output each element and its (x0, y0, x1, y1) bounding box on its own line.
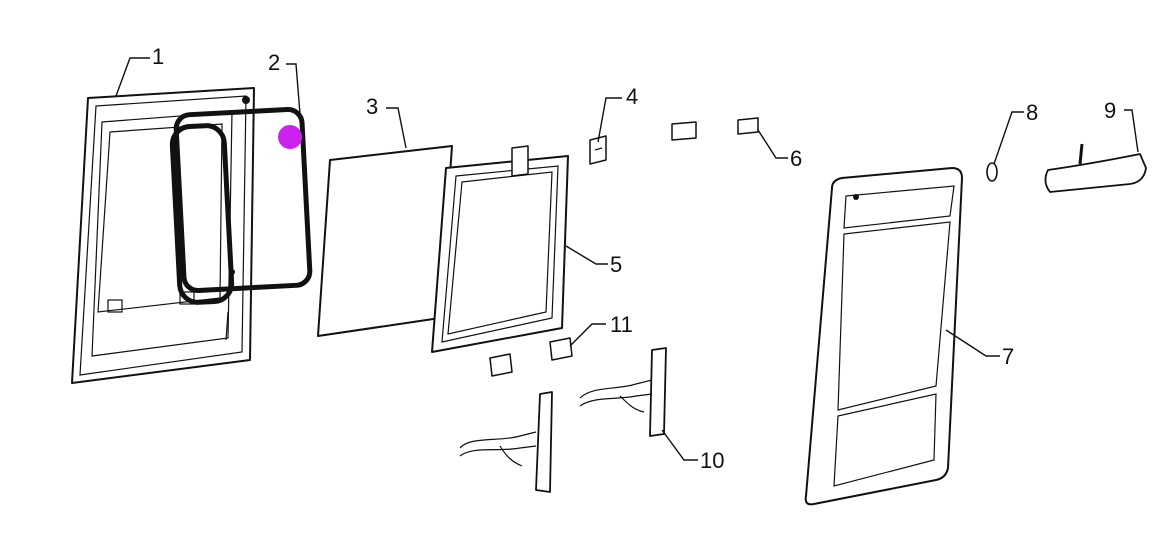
callout-7: 7 (1002, 344, 1014, 369)
part-4-clip (589, 135, 607, 165)
callout-8: 8 (1026, 100, 1038, 125)
callout-labels: 1 2 3 4 5 6 7 8 9 10 11 (152, 44, 1116, 473)
part-10-hinges (459, 347, 667, 493)
part-8-screw-plug (986, 162, 998, 182)
callout-2: 2 (268, 50, 280, 75)
callout-6: 6 (790, 146, 802, 171)
callout-9: 9 (1104, 98, 1116, 123)
part-6-brackets (671, 117, 759, 141)
part-3-glass-pane (317, 145, 453, 337)
callout-3: 3 (366, 94, 378, 119)
part-2-door-gasket (169, 107, 313, 305)
leader-lines (115, 57, 1139, 461)
callout-5: 5 (610, 252, 622, 277)
callout-1: 1 (152, 44, 164, 69)
callout-11: 11 (610, 312, 633, 337)
part-5-inner-frame (431, 145, 569, 353)
part-7-inner-door-liner (804, 167, 963, 506)
callout-4: 4 (626, 84, 638, 109)
callout-10: 10 (700, 448, 724, 473)
highlight-marker (278, 125, 302, 149)
part-11-bottom-clips (489, 337, 573, 377)
part-9-handle (1044, 143, 1147, 193)
